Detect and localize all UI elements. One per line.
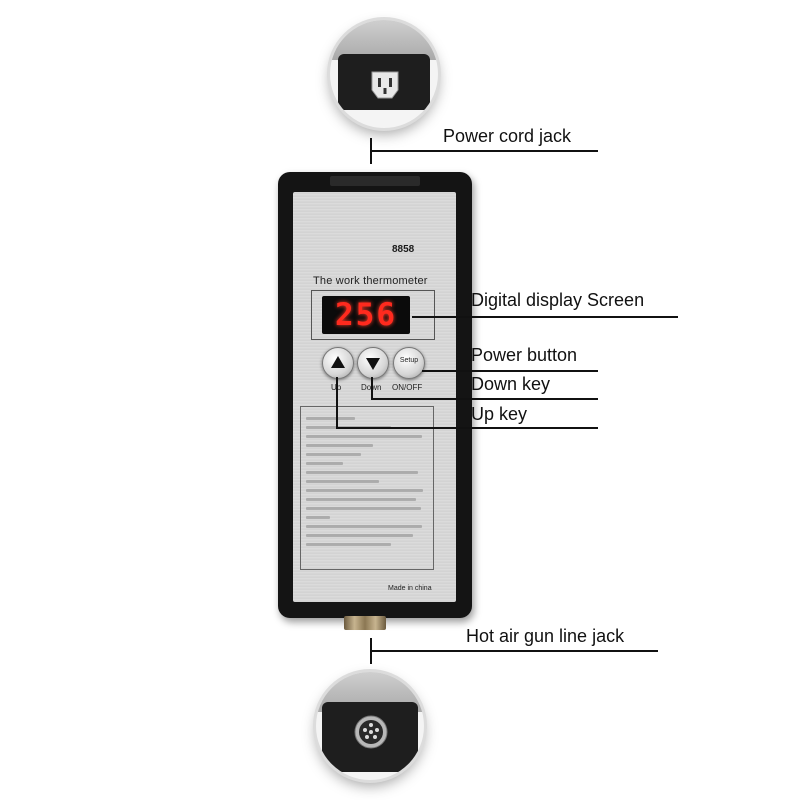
down-button[interactable] (357, 347, 389, 379)
label-hot-air-gun-jack: Hot air gun line jack (466, 626, 624, 647)
leader-down-key-h (371, 398, 598, 400)
housing-top-ridge (330, 176, 420, 186)
label-power-cord-jack: Power cord jack (443, 126, 571, 147)
iec-socket-icon (368, 70, 402, 100)
leader-display (412, 316, 678, 318)
label-up-key: Up key (471, 404, 527, 425)
up-button[interactable] (322, 347, 354, 379)
display-readout: 256 (335, 297, 397, 333)
leader-down-key-v (371, 377, 373, 400)
digital-display: 256 (322, 296, 410, 334)
leader-up-key-v (336, 377, 338, 429)
round-connector-icon (353, 714, 389, 750)
made-in-label: Made in china (388, 585, 432, 592)
leader-power-cord-h (370, 150, 598, 152)
panel-title: The work thermometer (313, 275, 428, 287)
model-number: 8858 (392, 244, 414, 255)
label-down-key: Down key (471, 374, 550, 395)
leader-power-button (422, 370, 598, 372)
instructions-panel (300, 406, 434, 570)
down-arrow-icon (358, 348, 388, 378)
gun-connector-socket (344, 616, 386, 630)
hot-air-gun-jack-closeup (316, 672, 424, 780)
power-cord-jack-closeup (330, 20, 438, 128)
up-arrow-icon (323, 348, 353, 378)
onoff-label: ON/OFF (392, 383, 422, 392)
setup-button[interactable]: Setup (393, 347, 425, 379)
leader-up-key-h (336, 427, 598, 429)
label-digital-display: Digital display Screen (471, 290, 644, 311)
leader-hot-air-h (370, 650, 658, 652)
setup-button-label: Setup (394, 357, 424, 364)
label-power-button: Power button (471, 345, 577, 366)
